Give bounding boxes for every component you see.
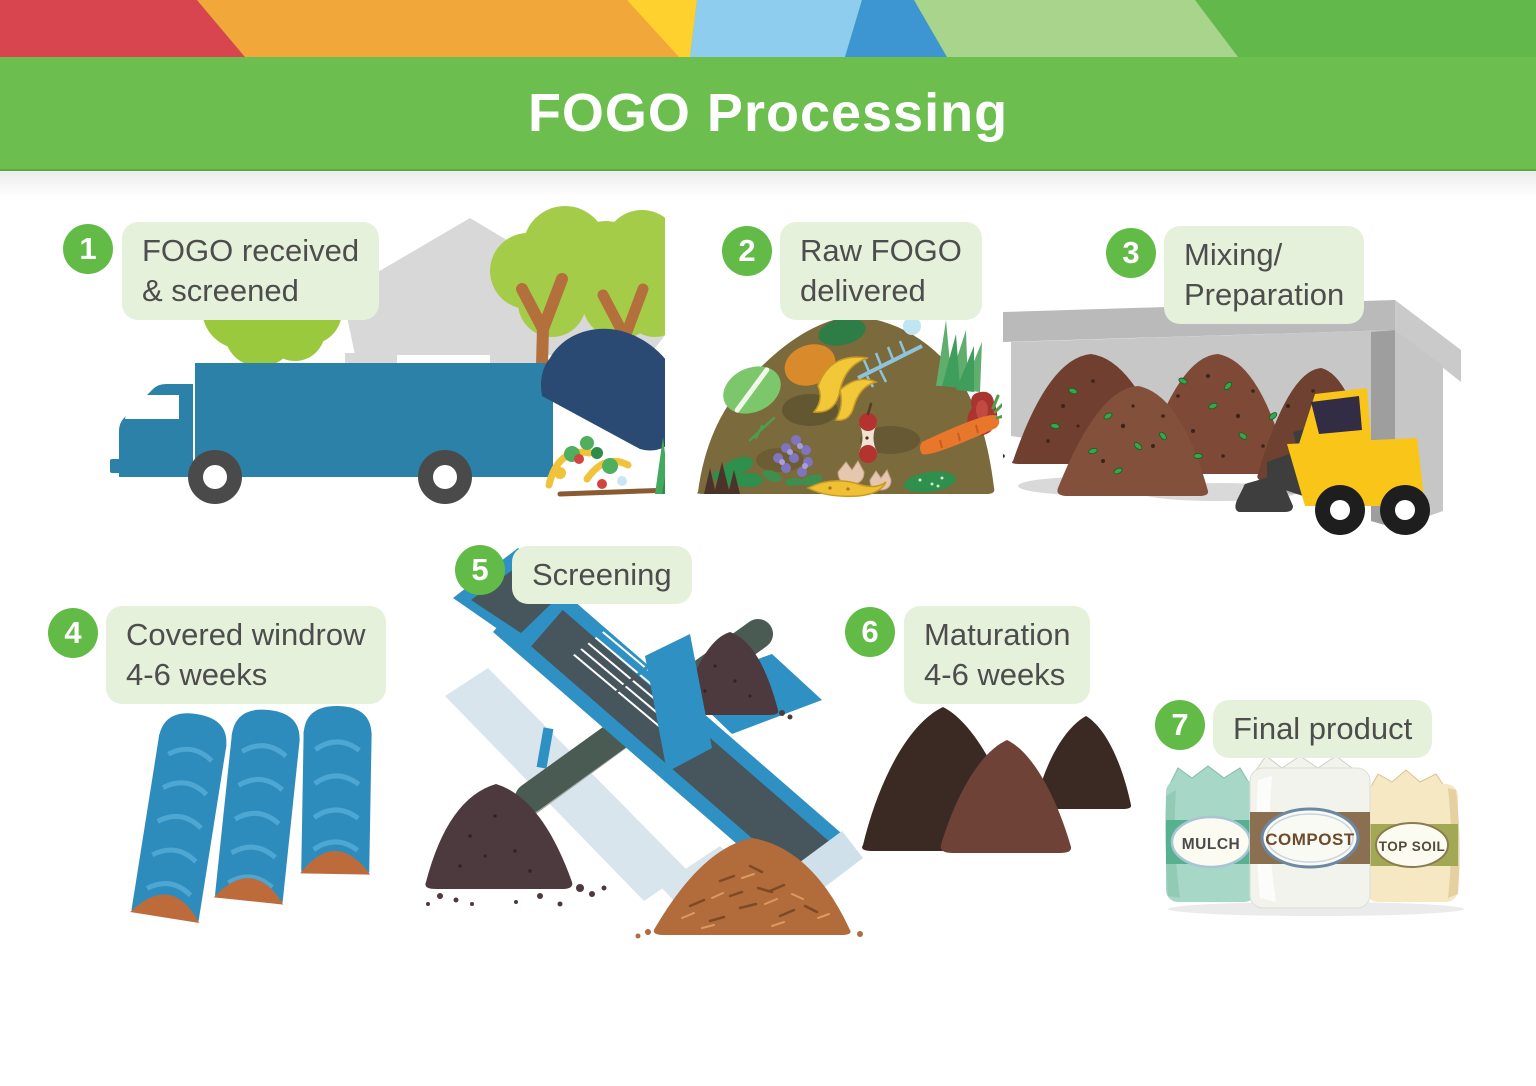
step-3-illustration-mixing-shed (1003, 300, 1461, 535)
tulip-bud (903, 317, 921, 335)
step-1-label-line1: FOGO received (142, 233, 360, 268)
step-4-label-line2: 4-6 weeks (126, 657, 268, 692)
windrow-3 (300, 705, 372, 875)
loader-cab-window (1311, 396, 1362, 434)
step-6-badge: 6 (845, 607, 895, 657)
step-5-label-line1: Screening (532, 557, 672, 592)
oversize-pile-top (681, 632, 793, 720)
step-2-label-line2: delivered (800, 273, 926, 308)
step-5-number: 5 (471, 552, 489, 587)
banner-yellow-shape (627, 0, 697, 57)
step-5-label: Screening (512, 546, 692, 604)
banana-peel (812, 356, 879, 421)
mulch-pile-right (635, 838, 863, 939)
step-3-label: Mixing/ Preparation (1164, 226, 1365, 324)
step-6-label-line1: Maturation (924, 617, 1071, 652)
step-6-label: Maturation 4-6 weeks (904, 606, 1091, 704)
banner-red-shape (0, 0, 245, 57)
page-title: FOGO Processing (527, 83, 1009, 143)
step-5-badge: 5 (455, 545, 505, 595)
step-4-number: 4 (64, 615, 82, 650)
step-2-label: Raw FOGO delivered (780, 222, 982, 320)
loader-body (1287, 438, 1425, 506)
step-5-illustration-screening-machine (425, 548, 863, 939)
header-shadow (0, 171, 1536, 197)
step-1-badge: 1 (63, 224, 113, 274)
step-7-illustration-product-bags: MULCH TOP SOIL COMPOST (1165, 755, 1464, 916)
dark-leaf (818, 318, 866, 346)
step-6-number: 6 (861, 614, 879, 649)
windrow-1 (130, 713, 227, 924)
fern-sprig (748, 416, 776, 442)
compost-bag-label: COMPOST (1265, 830, 1355, 849)
step-7-label: Final product (1213, 700, 1433, 758)
step-3-label-line1: Mixing/ (1184, 237, 1283, 272)
grass-blades (936, 320, 982, 392)
banner-palegreen-shape (914, 0, 1238, 57)
step-4-badge: 4 (48, 608, 98, 658)
apple-core (859, 402, 877, 463)
step-1-label: FOGO received & screened (122, 222, 380, 320)
maturation-pile-center (940, 740, 1072, 853)
step-4-label-line1: Covered windrow (126, 617, 366, 652)
truck-tailgate-tarp (541, 328, 665, 451)
compost-piles (1003, 354, 1372, 501)
mulch-bag: MULCH (1165, 765, 1256, 902)
step-2-number: 2 (738, 233, 756, 268)
dark-roots (704, 462, 740, 494)
step-6-label-line2: 4-6 weeks (924, 657, 1066, 692)
step-2-badge: 2 (722, 226, 772, 276)
yellow-squash (806, 480, 887, 498)
step-3-label-line2: Preparation (1184, 277, 1345, 312)
step-4-illustration-covered-windrows (130, 705, 372, 924)
banner-strip (0, 0, 1536, 57)
machine-leg (536, 727, 554, 769)
step-7-badge: 7 (1155, 700, 1205, 750)
step-1-label-line2: & screened (142, 273, 299, 308)
step-3-badge: 3 (1106, 228, 1156, 278)
banner-orange-shape (197, 0, 683, 57)
spilled-fogo-waste (545, 436, 665, 497)
fines-pile-left (425, 784, 607, 907)
banner-blue-shape (845, 0, 947, 57)
mulch-bag-label: MULCH (1182, 836, 1240, 853)
screen-mesh-1 (572, 620, 658, 694)
maturation-pile-right (1034, 716, 1132, 809)
windrow-2 (213, 709, 300, 905)
step-7-label-line1: Final product (1233, 711, 1413, 746)
cucumber (904, 471, 956, 493)
step-7-number: 7 (1171, 707, 1189, 742)
leaf-flecks (1050, 377, 1353, 475)
top-soil-bag: TOP SOIL (1366, 769, 1460, 902)
carrot (920, 394, 1002, 455)
step-4-label: Covered windrow 4-6 weeks (106, 606, 386, 704)
truck-window (125, 395, 179, 419)
banner-lightblue-shape (690, 0, 862, 57)
step-1-number: 1 (79, 231, 97, 266)
step-3-number: 3 (1122, 235, 1140, 270)
loader-bucket (1235, 474, 1293, 512)
step-6-illustration-maturation-piles (862, 707, 1132, 853)
step-2-illustration-raw-fogo-pile (697, 316, 1002, 498)
kale-leaf (723, 366, 781, 414)
fish-bones (857, 340, 923, 388)
screen-fin (645, 634, 712, 772)
compost-bag: COMPOST (1249, 755, 1371, 909)
skid-steer-loader (1235, 388, 1430, 535)
top-soil-bag-label: TOP SOIL (1379, 839, 1446, 854)
step-2-label-line1: Raw FOGO (800, 233, 962, 268)
header-bar: FOGO Processing (0, 57, 1536, 171)
collection-truck (110, 328, 665, 504)
purple-flowers (762, 435, 823, 486)
